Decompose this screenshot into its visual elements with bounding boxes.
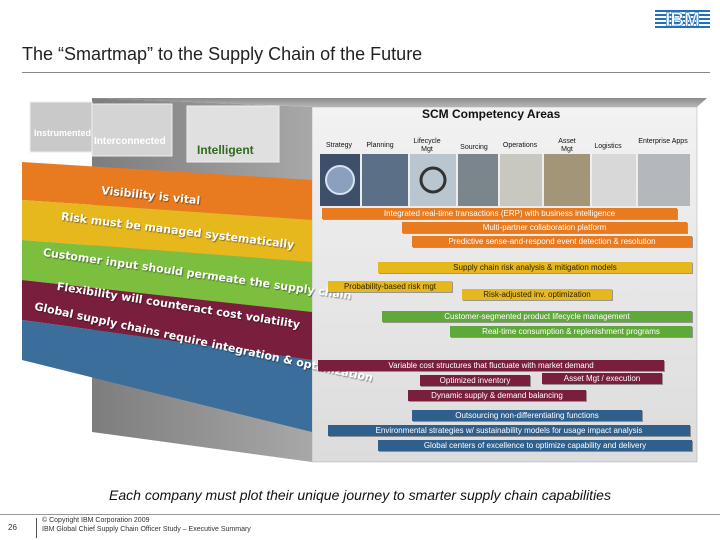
band-flexibility [22,280,312,360]
bar-environmental: Environmental strategies w/ sustainabili… [328,425,690,436]
column-asset-mgt: Asset Mgt [558,138,576,153]
study-title: IBM Global Chief Supply Chain Officer St… [42,526,251,533]
band-risk [22,200,312,262]
bar-dynamic-supply: Dynamic supply & demand balancing [408,390,586,401]
column-image-tiles [320,154,690,206]
column-sourcing: Sourcing [460,144,488,151]
ibm-logo-text: IBM [665,10,700,30]
bar-integrated-erp: Integrated real-time transactions (ERP) … [322,208,677,219]
column-planning: Planning [366,142,394,149]
band-global [22,320,312,432]
attribute-intelligent: Intelligent [197,143,254,157]
attribute-interconnected: Interconnected [94,136,166,147]
footer-separator [36,518,37,538]
bar-risk-adjusted-inv: Risk-adjusted inv. optimization [462,289,612,300]
bar-variable-cost: Variable cost structures that fluctuate … [318,360,664,371]
tagline: Each company must plot their unique jour… [109,487,611,503]
band-visibility [22,162,312,220]
footer-divider [0,514,720,515]
ibm-logo: IBM [655,10,710,30]
attribute-tiles [29,101,280,163]
bar-probability-risk: Probability-based risk mgt [328,281,452,292]
page-title: The “Smartmap” to the Supply Chain of th… [22,44,423,64]
column-strategy: Strategy [325,142,353,149]
column-logistics: Logistics [594,143,622,150]
band-customer [22,240,312,312]
column-enterprise-apps: Enterprise Apps [638,138,688,145]
bar-predictive: Predictive sense-and-respond event detec… [412,236,692,247]
copyright-text: © Copyright IBM Corporation 2009 [42,517,150,524]
bar-global-centers: Global centers of excellence to optimize… [378,440,692,451]
cube-top-face [92,98,707,107]
bar-risk-analysis: Supply chain risk analysis & mitigation … [378,262,692,273]
title-divider [22,72,710,73]
column-operations: Operations [502,142,538,149]
bar-outsourcing: Outsourcing non-differentiating function… [412,410,642,421]
competency-heading: SCM Competency Areas [422,107,561,121]
bar-customer-lifecycle: Customer-segmented product lifecycle man… [382,311,692,322]
page-number: 26 [8,523,17,532]
attribute-instrumented: Instrumented [34,128,91,138]
bar-realtime-consumption: Real-time consumption & replenishment pr… [450,326,692,337]
column-lifecycle-mgt: Lifecycle Mgt [413,138,441,153]
bar-multi-partner: Multi-partner collaboration platform [402,222,687,233]
bar-optimized-inventory: Optimized inventory [420,375,530,386]
footer-copyright: © Copyright IBM Corporation 2009 IBM Glo… [42,516,251,534]
bar-asset-mgt-execution: Asset Mgt / execution [542,373,662,384]
smartmap-diagram: Instrumented Interconnected Intelligent … [22,92,712,472]
